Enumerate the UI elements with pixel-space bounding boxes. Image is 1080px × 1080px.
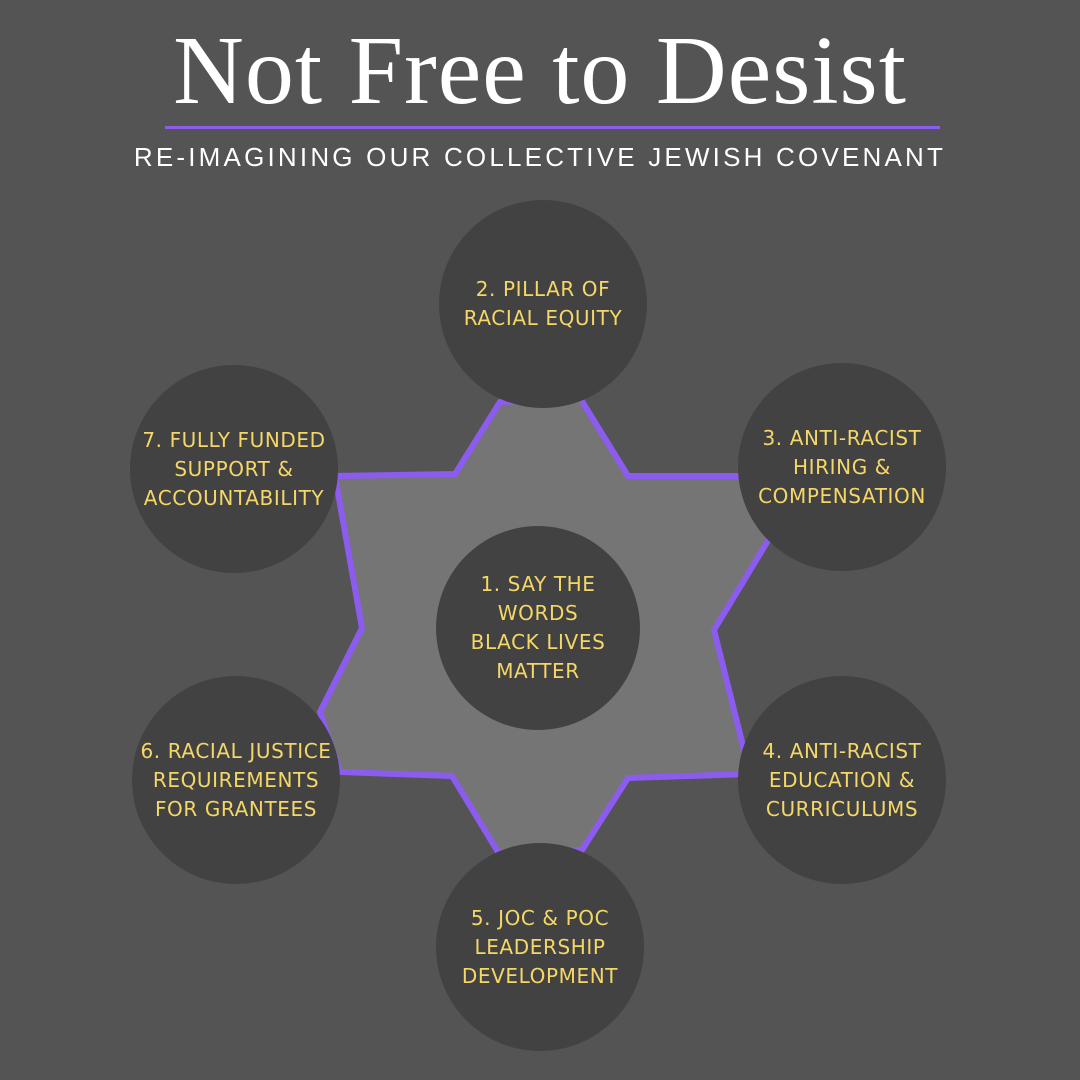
page-subtitle: RE-IMAGINING OUR COLLECTIVE JEWISH COVEN…: [133, 142, 947, 172]
pillar-6-label: 6. RACIAL JUSTICE REQUIREMENTS FOR GRANT…: [140, 738, 332, 821]
pillar-5-circle: 5. JOC & POC LEADERSHIP DEVELOPMENT: [436, 843, 644, 1051]
pillar-1-circle: 1. SAY THE WORDS BLACK LIVES MATTER: [436, 526, 640, 730]
pillar-4-circle: 4. ANTI-RACIST EDUCATION & CURRICULUMS: [738, 676, 946, 884]
pillar-3-label: 3. ANTI-RACIST HIRING & COMPENSATION: [758, 425, 926, 508]
pillar-1-label: 1. SAY THE WORDS BLACK LIVES MATTER: [470, 572, 606, 683]
pillar-4-label: 4. ANTI-RACIST EDUCATION & CURRICULUMS: [762, 738, 922, 821]
pillar-3-circle: 3. ANTI-RACIST HIRING & COMPENSATION: [738, 363, 946, 571]
pillar-5-label: 5. JOC & POC LEADERSHIP DEVELOPMENT: [461, 905, 619, 988]
pillar-2-label: 2. PILLAR OF RACIAL EQUITY: [463, 277, 623, 330]
pillar-7-label: 7. FULLY FUNDED SUPPORT & ACCOUNTABILITY: [142, 427, 326, 510]
page-title: Not Free to Desist: [173, 17, 907, 125]
pillar-7-circle: 7. FULLY FUNDED SUPPORT & ACCOUNTABILITY: [130, 365, 338, 573]
pillar-2-circle: 2. PILLAR OF RACIAL EQUITY: [439, 200, 647, 408]
pillar-6-circle: 6. RACIAL JUSTICE REQUIREMENTS FOR GRANT…: [132, 676, 340, 884]
title-underline: [165, 126, 940, 129]
